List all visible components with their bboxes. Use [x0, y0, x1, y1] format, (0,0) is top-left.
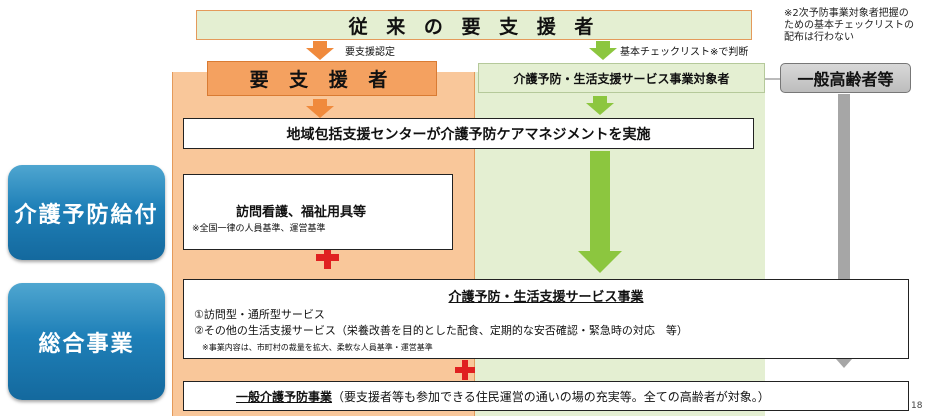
- service-project-title: 介護予防・生活支援サービス事業: [448, 290, 644, 305]
- service-target-box: 介護予防・生活支援サービス事業対象者: [478, 63, 765, 93]
- plus-sign-lower: [455, 360, 475, 380]
- general-elderly-label: 一般高齢者等: [797, 70, 894, 89]
- top-box-label: 従 来 の 要 支 援 者: [348, 15, 600, 38]
- service-target-label: 介護予防・生活支援サービス事業対象者: [513, 71, 730, 86]
- arrow-general-elderly-down: [828, 94, 860, 368]
- arrow-to-service-project: [578, 151, 622, 273]
- arrow-to-target: [589, 41, 617, 60]
- general-prevention-box: 一般介護予防事業（要支援者等も参加できる住民運営の通いの場の充実等。全ての高齢者…: [183, 381, 909, 411]
- service-project-box: 介護予防・生活支援サービス事業 ①訪問型・通所型サービス ②その他の生活支援サー…: [183, 279, 909, 359]
- care-management-box: 地域包括支援センターが介護予防ケアマネジメントを実施: [183, 118, 754, 149]
- general-prevention-title: 一般介護予防事業: [236, 389, 333, 404]
- arrow-right-label: 基本チェックリスト※で判断: [620, 47, 749, 58]
- care-management-label: 地域包括支援センターが介護予防ケアマネジメントを実施: [286, 126, 651, 143]
- prevention-benefit-box: 訪問看護、福祉用具等 ※全国一律の人員基準、運営基準: [183, 174, 453, 250]
- general-elderly-box: 一般高齢者等: [780, 63, 911, 93]
- page-number: 18: [911, 401, 923, 411]
- arrow-left-label: 要支援認定: [345, 47, 395, 58]
- general-project-label: 総合事業: [8, 283, 165, 400]
- conventional-support-needed-box: 従 来 の 要 支 援 者: [196, 10, 752, 40]
- prevention-benefit-label: 介護予防給付: [8, 165, 165, 260]
- general-prevention-desc: （要支援者等も参加できる住民運営の通いの場の充実等。全ての高齢者が対象。）: [332, 389, 770, 404]
- service-project-note: ※事業内容は、市町村の裁量を拡大、柔軟な人員基準・運営基準: [202, 343, 433, 352]
- arrow-target-down: [586, 96, 614, 115]
- service-item-2: ②その他の生活支援サービス（栄養改善を目的とした配食、定期的な安否確認・緊急時の…: [194, 324, 688, 337]
- plus-sign-upper: [316, 246, 339, 269]
- benefit-note: ※全国一律の人員基準、運営基準: [192, 224, 326, 234]
- youshien-label: 要 支 援 者: [249, 69, 395, 91]
- top-right-note: ※2次予防事業対象者把握のための基本チェックリストの配布は行わない: [784, 8, 914, 43]
- youshien-box: 要 支 援 者: [207, 61, 437, 96]
- arrow-to-youshien: [306, 41, 334, 60]
- benefit-title: 訪問看護、福祉用具等: [236, 205, 367, 220]
- arrow-youshien-down: [306, 99, 334, 118]
- service-item-1: ①訪問型・通所型サービス: [194, 308, 325, 321]
